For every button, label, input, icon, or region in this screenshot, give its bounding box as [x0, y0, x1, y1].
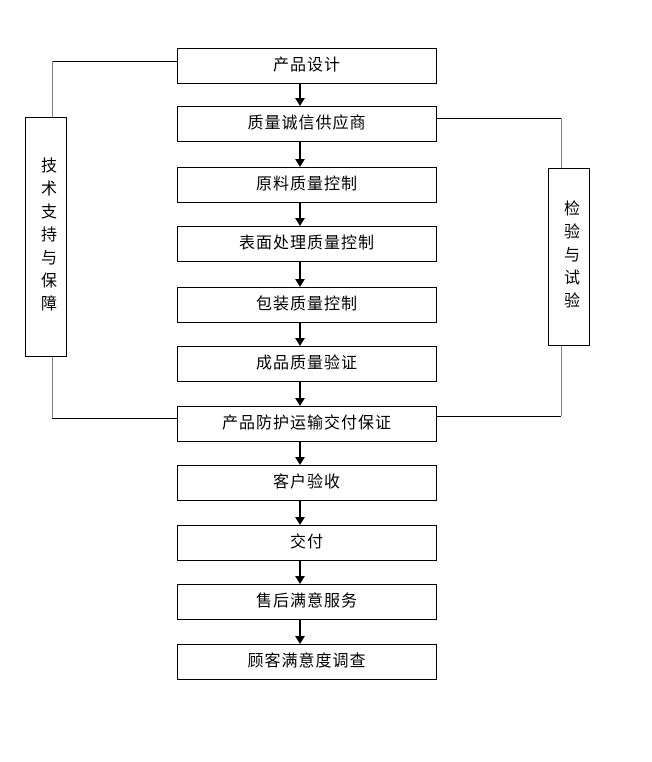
flow-box-customer-acceptance: 客户验收	[177, 465, 437, 501]
connector-line	[437, 118, 561, 119]
down-arrow-icon	[295, 323, 305, 346]
arrow-head	[295, 576, 305, 584]
side-box-technical-support: 技术支持与保障	[25, 117, 67, 357]
flow-box-finished-product-qa: 成品质量验证	[177, 346, 437, 382]
arrow-head	[295, 98, 305, 106]
flow-box-satisfaction-survey: 顾客满意度调查	[177, 644, 437, 680]
arrow-stem	[299, 382, 301, 398]
connector-line	[52, 61, 53, 117]
down-arrow-icon	[295, 84, 305, 106]
arrow-head	[295, 159, 305, 167]
flow-box-packaging-qc: 包装质量控制	[177, 287, 437, 323]
flow-box-label: 交付	[289, 534, 324, 551]
down-arrow-icon	[295, 561, 305, 584]
flow-box-label: 成品质量验证	[255, 355, 358, 372]
flow-box-label: 产品设计	[272, 57, 341, 74]
arrow-head	[295, 517, 305, 525]
flow-box-raw-material-qc: 原料质量控制	[177, 167, 437, 203]
flow-box-trusted-supplier: 质量诚信供应商	[177, 106, 437, 142]
connector-line	[52, 357, 53, 418]
connector-line	[52, 418, 177, 419]
arrow-head	[295, 636, 305, 644]
side-box-label: 检验与试验	[561, 199, 578, 315]
arrow-stem	[299, 561, 301, 576]
connector-line	[561, 346, 562, 416]
side-box-inspection-testing: 检验与试验	[548, 168, 590, 346]
arrow-head	[295, 218, 305, 226]
down-arrow-icon	[295, 442, 305, 465]
flow-box-label: 产品防护运输交付保证	[221, 415, 392, 432]
connector-line	[52, 61, 177, 62]
arrow-head	[295, 279, 305, 287]
flow-box-delivery-guarantee: 产品防护运输交付保证	[177, 406, 437, 442]
arrow-stem	[299, 620, 301, 636]
connector-line	[437, 416, 561, 417]
flow-box-label: 包装质量控制	[255, 296, 358, 313]
flow-box-product-design: 产品设计	[177, 48, 437, 84]
flow-box-label: 售后满意服务	[255, 593, 358, 610]
flow-box-surface-treatment-qc: 表面处理质量控制	[177, 226, 437, 262]
down-arrow-icon	[295, 382, 305, 406]
arrow-stem	[299, 203, 301, 218]
arrow-stem	[299, 262, 301, 279]
arrow-head	[295, 338, 305, 346]
arrow-stem	[299, 84, 301, 98]
flow-box-label: 表面处理质量控制	[238, 235, 375, 252]
down-arrow-icon	[295, 501, 305, 525]
down-arrow-icon	[295, 620, 305, 644]
flow-box-label: 原料质量控制	[255, 176, 358, 193]
arrow-stem	[299, 142, 301, 159]
arrow-head	[295, 457, 305, 465]
flow-box-label: 顾客满意度调查	[247, 653, 367, 670]
connector-line	[561, 118, 562, 168]
down-arrow-icon	[295, 203, 305, 226]
arrow-stem	[299, 442, 301, 457]
arrow-stem	[299, 323, 301, 338]
flow-box-label: 客户验收	[272, 474, 341, 491]
down-arrow-icon	[295, 142, 305, 167]
flow-box-after-sales-service: 售后满意服务	[177, 584, 437, 620]
flow-box-label: 质量诚信供应商	[247, 115, 367, 132]
side-box-label: 技术支持与保障	[38, 156, 55, 318]
flow-box-delivery: 交付	[177, 525, 437, 561]
down-arrow-icon	[295, 262, 305, 287]
arrow-stem	[299, 501, 301, 517]
arrow-head	[295, 398, 305, 406]
